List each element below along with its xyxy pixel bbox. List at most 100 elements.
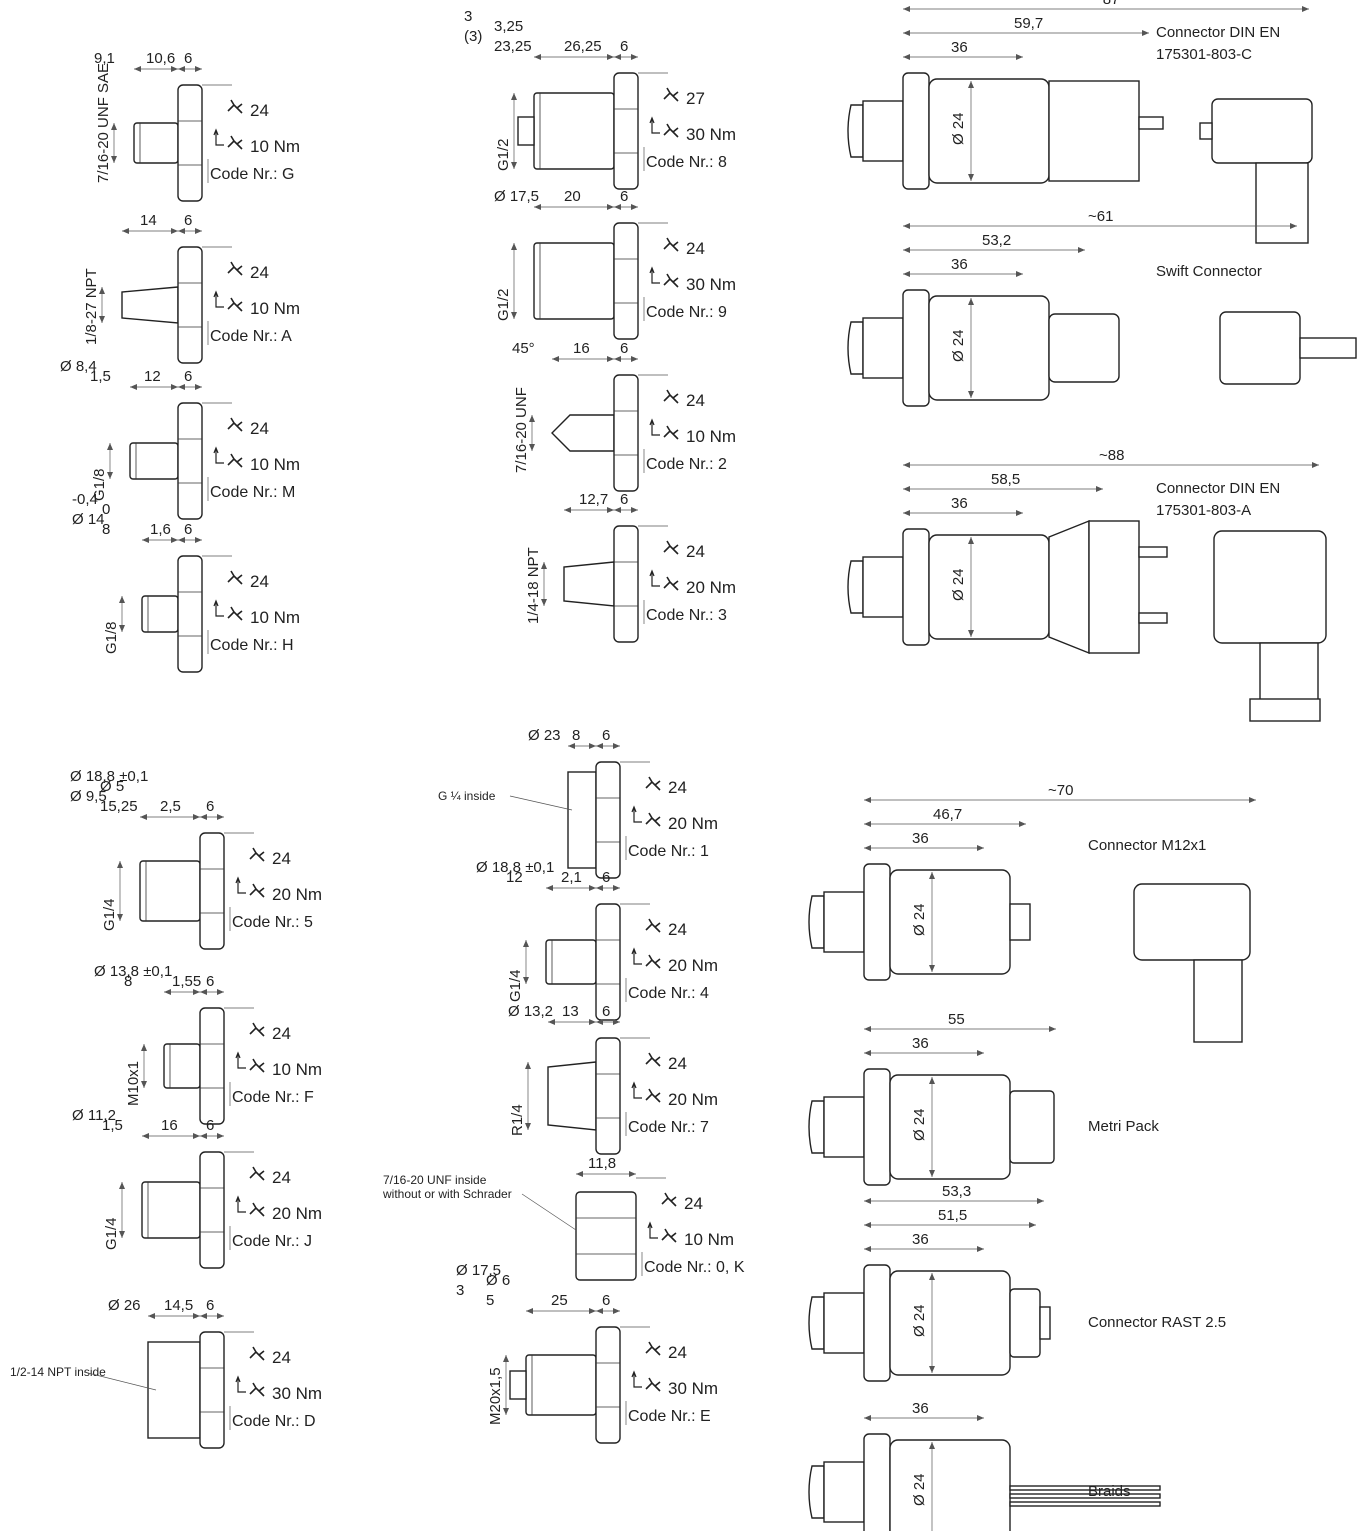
torque-icon — [631, 1371, 661, 1392]
hex — [613, 525, 639, 643]
thread-section — [862, 556, 904, 618]
dim-hex-width: 6 — [620, 38, 628, 55]
arrow-head — [99, 287, 105, 294]
nose — [847, 104, 864, 158]
arrow-head — [541, 599, 547, 606]
nose — [808, 1465, 825, 1519]
connector-dim: 36 — [912, 830, 929, 847]
spanner-size: 27 — [686, 89, 705, 108]
port-body — [163, 1043, 201, 1089]
dim-extra: Ø 5 — [100, 778, 124, 795]
dim-extra: Ø 11,2 — [72, 1107, 116, 1124]
hex — [199, 1331, 225, 1449]
arrow-head — [117, 914, 123, 921]
arrow-head — [929, 1273, 935, 1280]
connector-dim: 36 — [951, 495, 968, 512]
arrow-head — [140, 814, 147, 820]
dim-length: 13 — [562, 1003, 579, 1020]
arrow-head — [864, 1050, 871, 1056]
din-a-plug — [1088, 520, 1140, 654]
pin — [1138, 612, 1168, 624]
torque-value: 20 Nm — [668, 814, 718, 833]
torque-icon — [213, 600, 243, 621]
thread-label: G1/4 — [101, 898, 118, 931]
arrow-head — [864, 1415, 871, 1421]
connector-name: Connector M12x1 — [1088, 837, 1206, 854]
thread-label: G1/2 — [495, 288, 512, 321]
spanner-icon — [227, 261, 243, 276]
hex — [863, 1433, 891, 1531]
dim-extra: Ø 14 — [72, 511, 105, 528]
spanner-size: 24 — [250, 101, 269, 120]
dim-length: 2,1 — [561, 869, 582, 886]
torque-icon — [213, 291, 243, 312]
arrow-head — [217, 814, 224, 820]
arrow-head — [107, 472, 113, 479]
pin — [1138, 116, 1164, 130]
hex — [863, 1068, 891, 1186]
arrow-head — [864, 1222, 871, 1228]
arrow-head — [1096, 486, 1103, 492]
dim-hex-width: 6 — [184, 368, 192, 385]
hex — [177, 402, 203, 520]
arrow-head — [631, 356, 638, 362]
hex — [613, 72, 639, 190]
arrow-head — [200, 1313, 207, 1319]
connector-dim: 53,3 — [942, 1183, 971, 1200]
arrow-head — [178, 228, 185, 234]
nose — [847, 560, 864, 614]
port-body — [133, 122, 179, 164]
arrow-head — [629, 1171, 636, 1177]
dim-extra: Ø 13,8 ±0,1 — [94, 963, 172, 980]
dim-extra: 12 — [506, 869, 523, 886]
connector-dim: 53,2 — [982, 232, 1011, 249]
port-body — [525, 1354, 597, 1416]
m12-socket — [1133, 883, 1251, 961]
arrow-head — [195, 384, 202, 390]
arrow-head — [977, 1050, 984, 1056]
spanner-icon — [249, 1166, 265, 1181]
dim-hex-width: 6 — [602, 727, 610, 744]
hex — [199, 1007, 225, 1125]
spanner-icon — [663, 389, 679, 404]
thread-label: G1/4 — [507, 969, 524, 1002]
code-number: Code Nr.: 5 — [232, 914, 313, 931]
dim-extra: Ø 8,4 — [60, 358, 97, 375]
hex-nut — [575, 1191, 637, 1281]
spanner-size: 24 — [684, 1194, 703, 1213]
spanner-icon — [645, 776, 661, 791]
spanner-icon — [227, 417, 243, 432]
arrow-head — [178, 537, 185, 543]
thread-label: G1/4 — [103, 1217, 120, 1250]
arrow-head — [929, 965, 935, 972]
arrow-head — [529, 415, 535, 422]
torque-icon — [235, 1052, 265, 1073]
connector-name: Swift Connector — [1156, 263, 1262, 280]
arrow-head — [178, 66, 185, 72]
arrow-head — [903, 462, 910, 468]
thread-label: G1/8 — [91, 468, 108, 501]
thread-label: 1/4-18 NPT — [525, 547, 542, 624]
body-diameter: Ø 24 — [911, 1304, 928, 1337]
arrow-head — [511, 93, 517, 100]
spanner-icon — [645, 1052, 661, 1067]
arrow-head — [111, 123, 117, 130]
torque-icon — [235, 877, 265, 898]
leader-line — [521, 1193, 577, 1231]
arrow-head — [193, 1133, 200, 1139]
spanner-icon — [663, 237, 679, 252]
arrow-head — [968, 81, 974, 88]
connector-name: Metri Pack — [1088, 1118, 1159, 1135]
arrow-head — [596, 1308, 603, 1314]
dim-extra: 9,1 — [94, 50, 115, 67]
pin — [509, 1370, 527, 1400]
dim-length: 1,55 — [172, 973, 201, 990]
dim-length: 8 — [572, 727, 580, 744]
rast-plug — [1009, 1288, 1041, 1358]
dim-length: 12 — [144, 368, 161, 385]
